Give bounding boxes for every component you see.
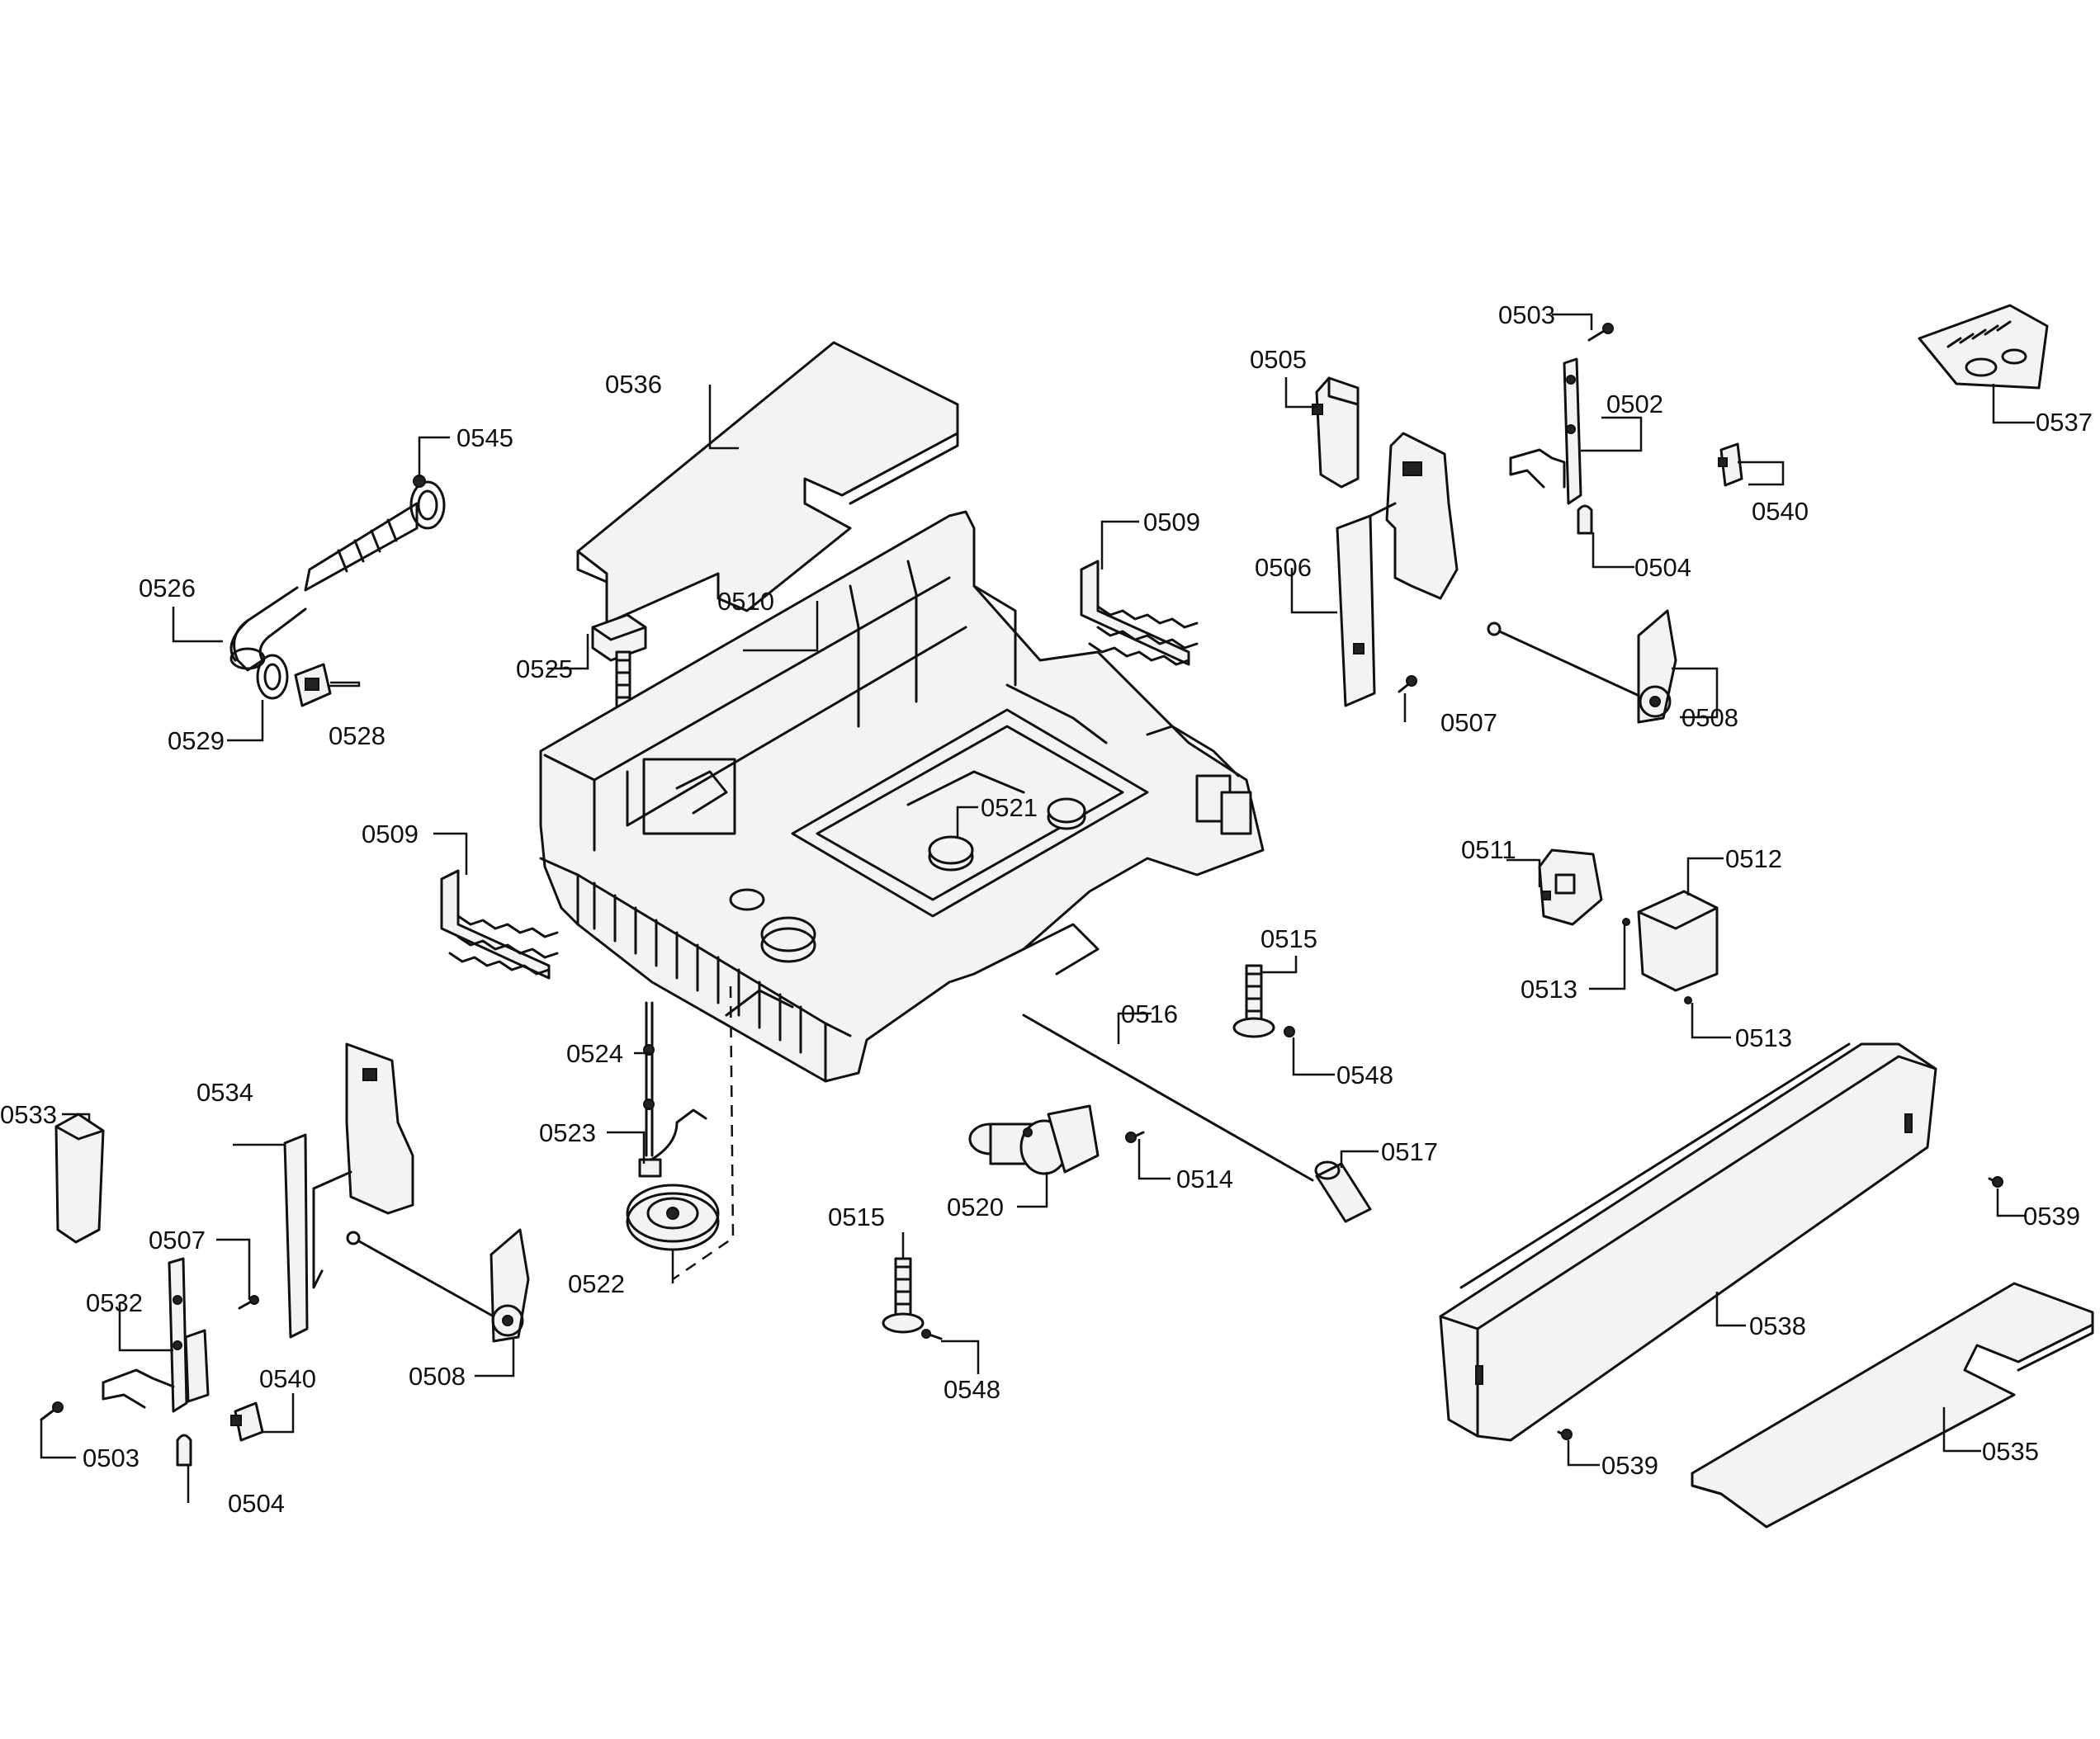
callout-0540-left: 0540 bbox=[259, 1364, 316, 1393]
callout-0535: 0535 bbox=[1982, 1437, 2039, 1466]
part-0507-screw-top bbox=[1398, 675, 1417, 693]
callout-0532: 0532 bbox=[86, 1288, 143, 1317]
callout-0509-left: 0509 bbox=[362, 820, 419, 848]
part-0508-sensor-top bbox=[1487, 609, 1677, 724]
callout-0538: 0538 bbox=[1749, 1311, 1806, 1340]
part-0528-clip bbox=[294, 663, 332, 707]
callout-0548-bottom: 0548 bbox=[944, 1375, 1000, 1404]
callout-0524: 0524 bbox=[566, 1039, 623, 1068]
callout-0507-left: 0507 bbox=[149, 1226, 206, 1255]
part-0545-hose-clamp bbox=[409, 475, 446, 530]
part-0513-screws bbox=[1622, 918, 1692, 1004]
part-0514-screw bbox=[1125, 1131, 1145, 1143]
callout-0511: 0511 bbox=[1461, 835, 1516, 864]
callout-0505: 0505 bbox=[1250, 345, 1307, 374]
callout-0528: 0528 bbox=[329, 721, 385, 750]
callout-0504-top: 0504 bbox=[1634, 553, 1691, 582]
part-0507-screw-left bbox=[238, 1295, 259, 1310]
callout-0540-top: 0540 bbox=[1752, 497, 1809, 526]
callout-0533: 0533 bbox=[0, 1100, 57, 1129]
callout-0525: 0525 bbox=[516, 654, 573, 683]
callout-0513-left: 0513 bbox=[1521, 975, 1577, 1004]
callout-0529: 0529 bbox=[168, 726, 225, 755]
part-0515-foot-bottom bbox=[882, 1257, 925, 1334]
part-0535-base-plate bbox=[1691, 1282, 2094, 1529]
part-0504-clip-top bbox=[1577, 504, 1593, 535]
part-0532-bracket bbox=[102, 1257, 210, 1413]
callout-0515-mid: 0515 bbox=[1260, 924, 1317, 953]
callout-0515-bottom: 0515 bbox=[828, 1203, 885, 1231]
callout-0517: 0517 bbox=[1381, 1137, 1438, 1166]
part-0505-bracket bbox=[1312, 376, 1360, 489]
part-0548-screw-mid bbox=[1284, 1026, 1295, 1037]
part-0503-screw-top bbox=[1587, 323, 1614, 342]
callout-0523: 0523 bbox=[539, 1118, 596, 1147]
callout-0503-left: 0503 bbox=[83, 1444, 140, 1472]
part-0522-impeller bbox=[626, 1184, 720, 1251]
part-0538-kick-panel bbox=[1439, 1042, 1937, 1442]
part-0537-hardware-bag bbox=[1918, 304, 2049, 390]
callout-0536: 0536 bbox=[605, 370, 662, 399]
callout-0548-mid: 0548 bbox=[1336, 1061, 1393, 1089]
callout-0507-top: 0507 bbox=[1440, 708, 1497, 737]
part-0504-clip-left bbox=[176, 1434, 192, 1467]
callout-0521: 0521 bbox=[981, 793, 1038, 822]
callout-0534: 0534 bbox=[196, 1078, 253, 1107]
callout-labels: 0503 0505 0502 0537 0536 0545 0540 0509 … bbox=[0, 300, 2093, 1518]
part-0509-insulation-left bbox=[440, 869, 559, 980]
callout-0502: 0502 bbox=[1606, 390, 1663, 418]
callout-0545: 0545 bbox=[456, 423, 513, 452]
part-0523-sensor bbox=[638, 1108, 707, 1178]
part-0515-foot-mid bbox=[1232, 964, 1275, 1038]
callout-0539-left: 0539 bbox=[1601, 1451, 1658, 1480]
part-0509-insulation-right bbox=[1080, 560, 1199, 666]
part-0516-rod bbox=[1022, 1014, 1314, 1182]
part-0511-control-module bbox=[1538, 848, 1603, 926]
callout-0508-top: 0508 bbox=[1681, 703, 1738, 732]
part-0540-clip-left bbox=[230, 1401, 264, 1442]
callout-0504-left: 0504 bbox=[228, 1489, 285, 1518]
part-0540-clip-top bbox=[1718, 442, 1743, 487]
leader-lines bbox=[40, 313, 2035, 1503]
callout-0514: 0514 bbox=[1176, 1165, 1233, 1193]
part-0534-bracket bbox=[283, 1042, 414, 1339]
part-0524-rod bbox=[643, 1001, 655, 1157]
callout-0522: 0522 bbox=[568, 1269, 625, 1298]
callout-0520: 0520 bbox=[947, 1193, 1004, 1222]
assembly-dash-lines bbox=[672, 985, 735, 1281]
callout-0513-right: 0513 bbox=[1735, 1023, 1792, 1052]
part-0517-bearing bbox=[1314, 1160, 1372, 1223]
part-0503-screw-left bbox=[40, 1401, 64, 1421]
callout-0526: 0526 bbox=[139, 574, 196, 603]
callout-0506: 0506 bbox=[1255, 553, 1312, 582]
part-0510-base-tub bbox=[539, 510, 1265, 1083]
callout-0509-right: 0509 bbox=[1143, 508, 1200, 536]
part-0526-drain-hose bbox=[229, 502, 419, 672]
callout-0503-top: 0503 bbox=[1498, 300, 1555, 329]
part-0508-sensor-left bbox=[346, 1228, 530, 1343]
part-0548-screw-bottom bbox=[921, 1329, 943, 1340]
callout-0539-right: 0539 bbox=[2023, 1202, 2080, 1231]
part-0520-inlet-valve bbox=[968, 1104, 1100, 1175]
part-0533-cover bbox=[54, 1113, 105, 1244]
callout-0512: 0512 bbox=[1725, 844, 1782, 873]
part-0529-hose-clamp bbox=[256, 654, 289, 700]
part-0502-bracket bbox=[1509, 357, 1582, 505]
callout-0510: 0510 bbox=[717, 587, 774, 616]
callout-0537: 0537 bbox=[2036, 408, 2093, 437]
part-0539-screws bbox=[1557, 1176, 2003, 1440]
callout-0516: 0516 bbox=[1121, 999, 1178, 1028]
callout-0508-left: 0508 bbox=[409, 1362, 466, 1391]
part-0506-bracket bbox=[1336, 432, 1459, 707]
part-0512-module-cover bbox=[1637, 890, 1719, 992]
